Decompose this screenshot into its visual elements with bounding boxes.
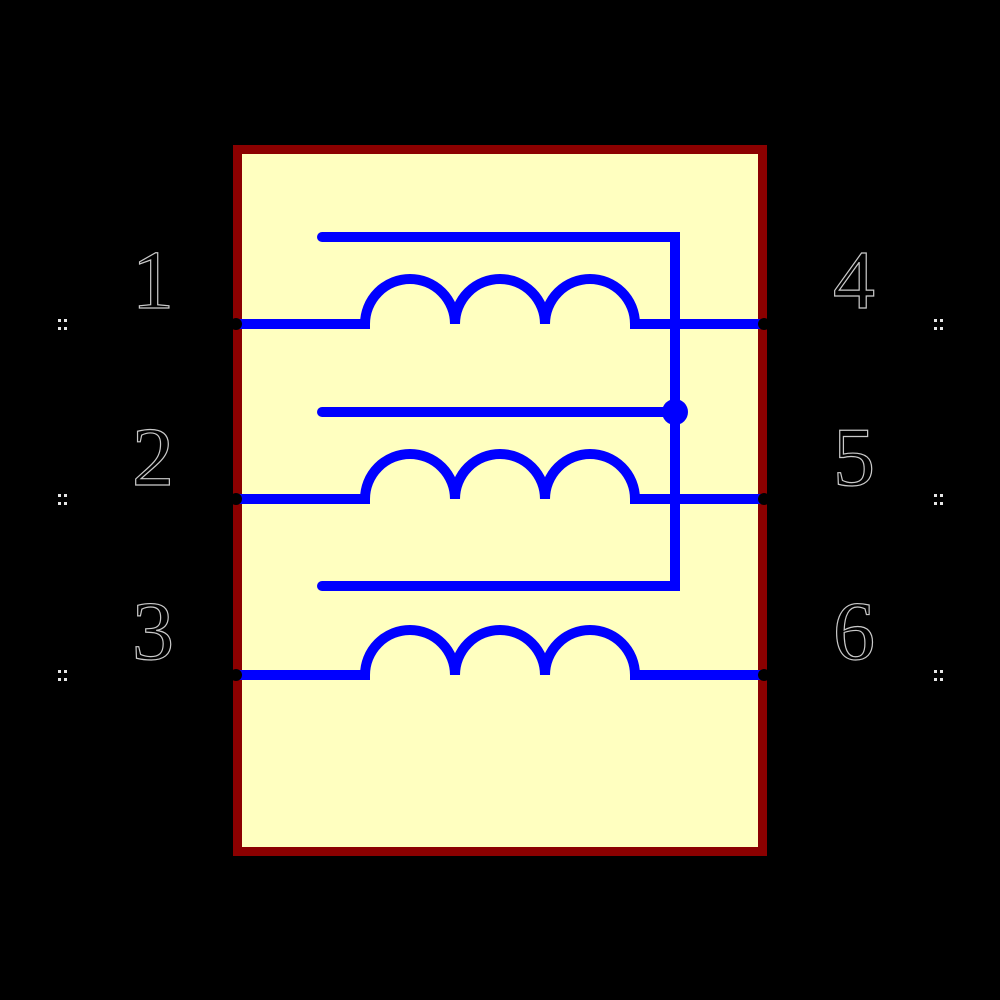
pin-endpoint-marker-icon	[58, 670, 67, 681]
pin-end-cap-5	[758, 493, 770, 505]
pin-end-cap-4	[758, 318, 770, 330]
pin-endpoint-marker-icon	[58, 319, 67, 330]
pin-endpoint-marker-icon	[934, 494, 943, 505]
pin-end-caps	[230, 318, 770, 681]
winding-1-inductor-wire	[232, 274, 768, 329]
pin-end-cap-3	[230, 669, 242, 681]
pin-end-cap-2	[230, 493, 242, 505]
pin-end-cap-6	[758, 669, 770, 681]
pin-number-6: 6	[833, 585, 875, 678]
junction-dot	[662, 399, 688, 425]
pin-endpoint-markers	[58, 319, 943, 681]
pin-endpoint-marker-icon	[934, 670, 943, 681]
pin-number-4: 4	[833, 234, 875, 327]
pin-number-2: 2	[132, 411, 174, 504]
winding-3-inductor-wire	[232, 625, 768, 680]
pin-number-5: 5	[833, 411, 875, 504]
winding-2-inductor-wire	[232, 449, 768, 504]
pin-numbers: 1 2 3 4 5 6	[131, 233, 875, 678]
pin-end-cap-1	[230, 318, 242, 330]
pin-endpoint-marker-icon	[934, 319, 943, 330]
pin-endpoint-marker-icon	[58, 494, 67, 505]
pin-number-3: 3	[132, 585, 174, 678]
pin-number-1: 1	[132, 234, 174, 327]
